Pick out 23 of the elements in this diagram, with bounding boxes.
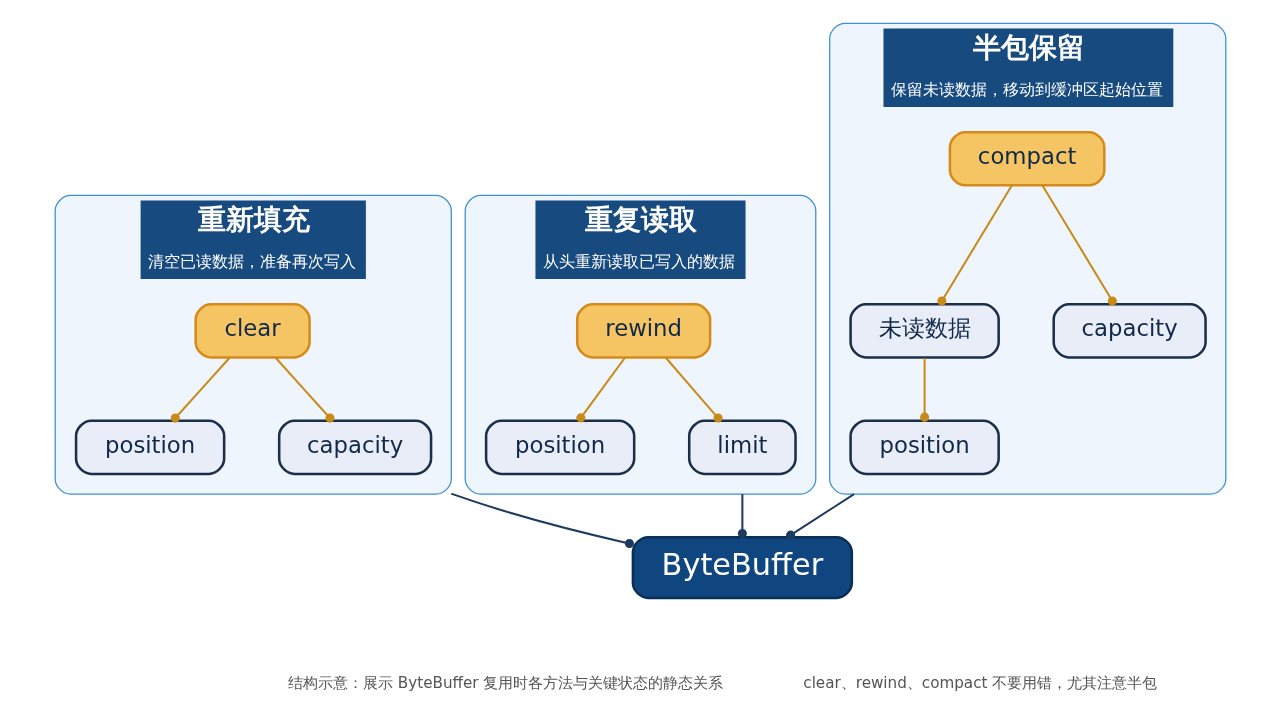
node-box: capacity	[1051, 303, 1207, 359]
node-box: position	[484, 419, 635, 476]
connector	[575, 357, 626, 423]
label: 结构示意：展示 ByteBuffer 复用时各方法与关键状态的静态关系	[287, 673, 723, 692]
label: clear、rewind、compact 不要用错，尤其注意半包	[802, 673, 1157, 692]
connector	[1041, 184, 1117, 306]
node-box: capacity	[277, 419, 432, 476]
connector	[450, 492, 634, 549]
node-box: ByteBuffer	[631, 535, 853, 600]
connector	[936, 184, 1013, 306]
connector	[785, 493, 855, 540]
node-box: position	[74, 419, 225, 476]
connector	[170, 357, 230, 423]
node-box: compact	[948, 130, 1106, 187]
node-box: position	[848, 419, 1000, 476]
node-box: limit	[687, 419, 797, 476]
node-box: rewind	[575, 303, 711, 359]
connector	[919, 358, 929, 422]
connector	[274, 357, 334, 423]
connector	[664, 357, 723, 423]
node-box: 未读数据	[848, 303, 1000, 359]
node-box: clear	[193, 303, 311, 359]
connector	[737, 494, 747, 539]
